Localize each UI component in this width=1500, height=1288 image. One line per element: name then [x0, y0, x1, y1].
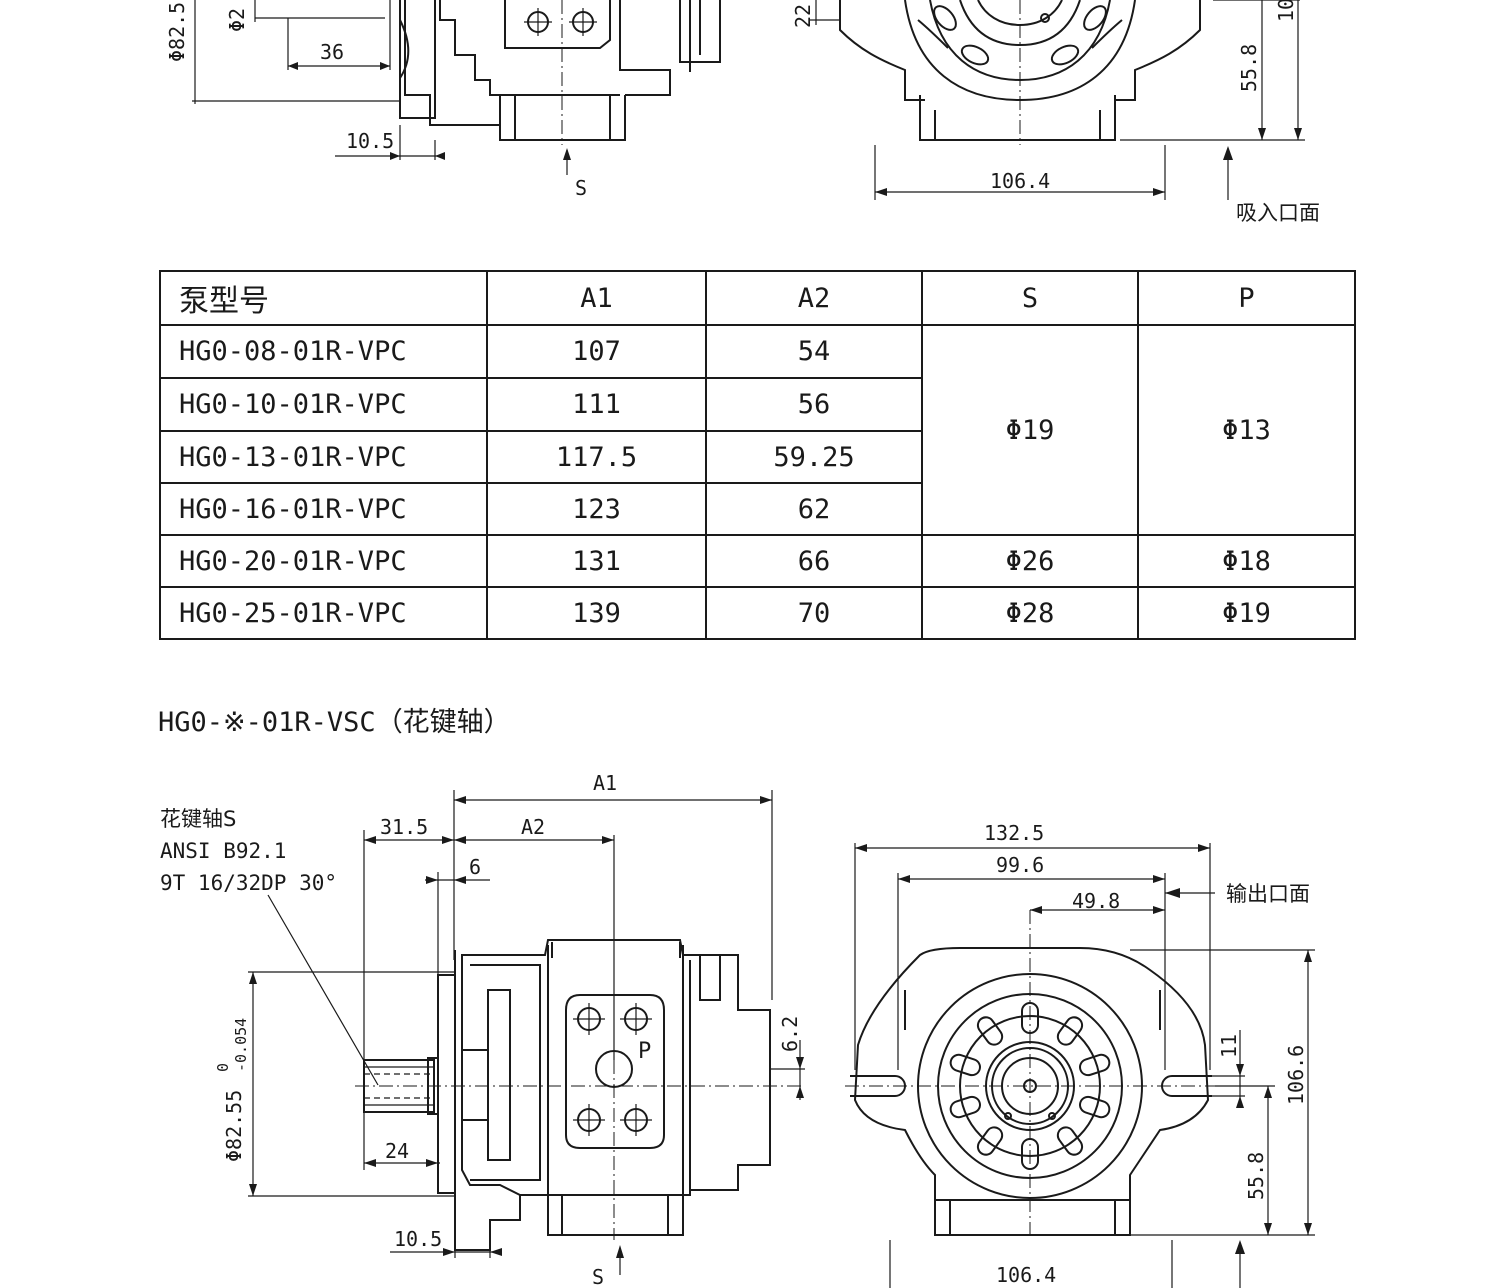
- dim-99-6: 99.6: [996, 853, 1044, 877]
- cell-model: HG0-13-01R-VPC: [159, 430, 488, 484]
- cell-model: HG0-16-01R-VPC: [159, 482, 488, 536]
- cell-p: Φ19: [1137, 586, 1356, 640]
- cell-p-merged: Φ13: [1137, 324, 1356, 536]
- header-p: P: [1137, 270, 1356, 326]
- table-header-row: 泵型号 A1 A2 S P: [159, 270, 1356, 326]
- spline-note-line2: ANSI B92.1: [160, 839, 286, 863]
- dim-6: 6: [469, 855, 481, 879]
- outlet-face-label: 输出口面: [1226, 882, 1310, 906]
- mounting-flange: [437, 950, 521, 1251]
- cell-a1: 107: [486, 324, 707, 379]
- table-row: HG0-25-01R-VPC 139 70 Φ28 Φ19: [159, 586, 1356, 640]
- cell-a2: 62: [705, 482, 923, 536]
- top-front-view: 22. 10 55.8 106.4 吸入口面: [791, 0, 1320, 225]
- header-model: 泵型号: [159, 270, 488, 326]
- cell-model: HG0-20-01R-VPC: [159, 534, 488, 588]
- cell-a2: 70: [705, 586, 923, 640]
- pilot-tol-upper: 0: [214, 1063, 232, 1072]
- dim-106-4: 106.4: [996, 1263, 1056, 1287]
- dim-132-5: 132.5: [984, 821, 1044, 845]
- dim-106-6: 106.6: [1284, 1045, 1308, 1105]
- table-row: HG0-20-01R-VPC 131 66 Φ26 Φ18: [159, 534, 1356, 588]
- dim-24: 24: [385, 1139, 409, 1163]
- top-dim-10: 10: [1274, 0, 1298, 22]
- section-title: HG0-※-01R-VSC（花键轴）: [158, 707, 511, 738]
- cell-a2: 54: [705, 324, 923, 379]
- spline-note-line1: 花键轴S: [160, 807, 236, 831]
- bottom-side-view: 花键轴S ANSI B92.1 9T 16/32DP 30° A1 31.5 A…: [160, 771, 805, 1288]
- cell-a1: 111: [486, 377, 707, 432]
- dim-55-8: 55.8: [1244, 1152, 1268, 1200]
- top-dim-106-4: 106.4: [990, 169, 1050, 193]
- cell-a1: 131: [486, 534, 707, 588]
- suction-face-label: 吸入口面: [1236, 201, 1320, 225]
- table-row: HG0-13-01R-VPC 117.5 59.25: [159, 430, 1355, 484]
- spline-note-line3: 9T 16/32DP 30°: [160, 871, 337, 895]
- cell-s-merged: Φ19: [921, 324, 1139, 536]
- cell-s: Φ26: [921, 534, 1139, 588]
- header-a1: A1: [486, 270, 707, 326]
- spline-leader-line: [267, 894, 379, 1086]
- table-row: HG0-08-01R-VPC 107 54 Φ19 Φ13: [159, 324, 1356, 536]
- top-side-view: Φ82.5 Φ2 36 10.5 S: [165, 0, 721, 200]
- cell-model: HG0-08-01R-VPC: [159, 324, 488, 379]
- dim-11: 11: [1217, 1034, 1241, 1058]
- cell-a2: 56: [705, 377, 923, 432]
- top-bore-label: Φ2: [225, 8, 249, 32]
- pilot-tol-lower: -0.054: [232, 1018, 250, 1072]
- cell-a2: 59.25: [705, 430, 923, 484]
- dim-a1: A1: [593, 771, 617, 795]
- dim-49-8: 49.8: [1072, 889, 1120, 913]
- table-row: HG0-16-01R-VPC 123 62: [159, 482, 1355, 536]
- pump-body: [461, 939, 771, 1236]
- cell-a2: 66: [705, 534, 923, 588]
- header-s: S: [921, 270, 1139, 326]
- cell-p: Φ18: [1137, 534, 1356, 588]
- cell-model: HG0-10-01R-VPC: [159, 377, 488, 432]
- top-port-s: S: [575, 176, 587, 200]
- spline-shaft: [363, 1057, 439, 1115]
- cell-a1: 139: [486, 586, 707, 640]
- pilot-diameter: Φ82.55: [222, 1090, 246, 1162]
- table-row: HG0-10-01R-VPC 111 56: [159, 377, 1355, 432]
- cell-s: Φ28: [921, 586, 1139, 640]
- cell-a1: 117.5: [486, 430, 707, 484]
- header-a2: A2: [705, 270, 923, 326]
- top-drawing: Φ82.5 Φ2 36 10.5 S 2: [165, 0, 1320, 225]
- dim-31-5: 31.5: [380, 815, 428, 839]
- top-diameter-label: Φ82.5: [165, 2, 189, 62]
- cell-model: HG0-25-01R-VPC: [159, 586, 488, 640]
- dim-a2: A2: [521, 815, 545, 839]
- dim-10-5: 10.5: [394, 1227, 442, 1251]
- top-dim-36: 36: [320, 40, 344, 64]
- top-dim-10-5: 10.5: [346, 129, 394, 153]
- pump-spec-table: 泵型号 A1 A2 S P HG0-08-01R-VPC 107 54 Φ19 …: [159, 270, 1356, 640]
- p-port-circle: [595, 1050, 633, 1088]
- dim-6-2: 6.2: [778, 1016, 802, 1052]
- top-dim-55-8: 55.8: [1237, 44, 1261, 92]
- bottom-front-view: 132.5 99.6 49.8 输出口面: [845, 821, 1315, 1288]
- port-s-label: S: [592, 1265, 604, 1288]
- cell-a1: 123: [486, 482, 707, 536]
- top-dim-22: 22.: [791, 0, 815, 28]
- port-p-label: P: [638, 1039, 651, 1064]
